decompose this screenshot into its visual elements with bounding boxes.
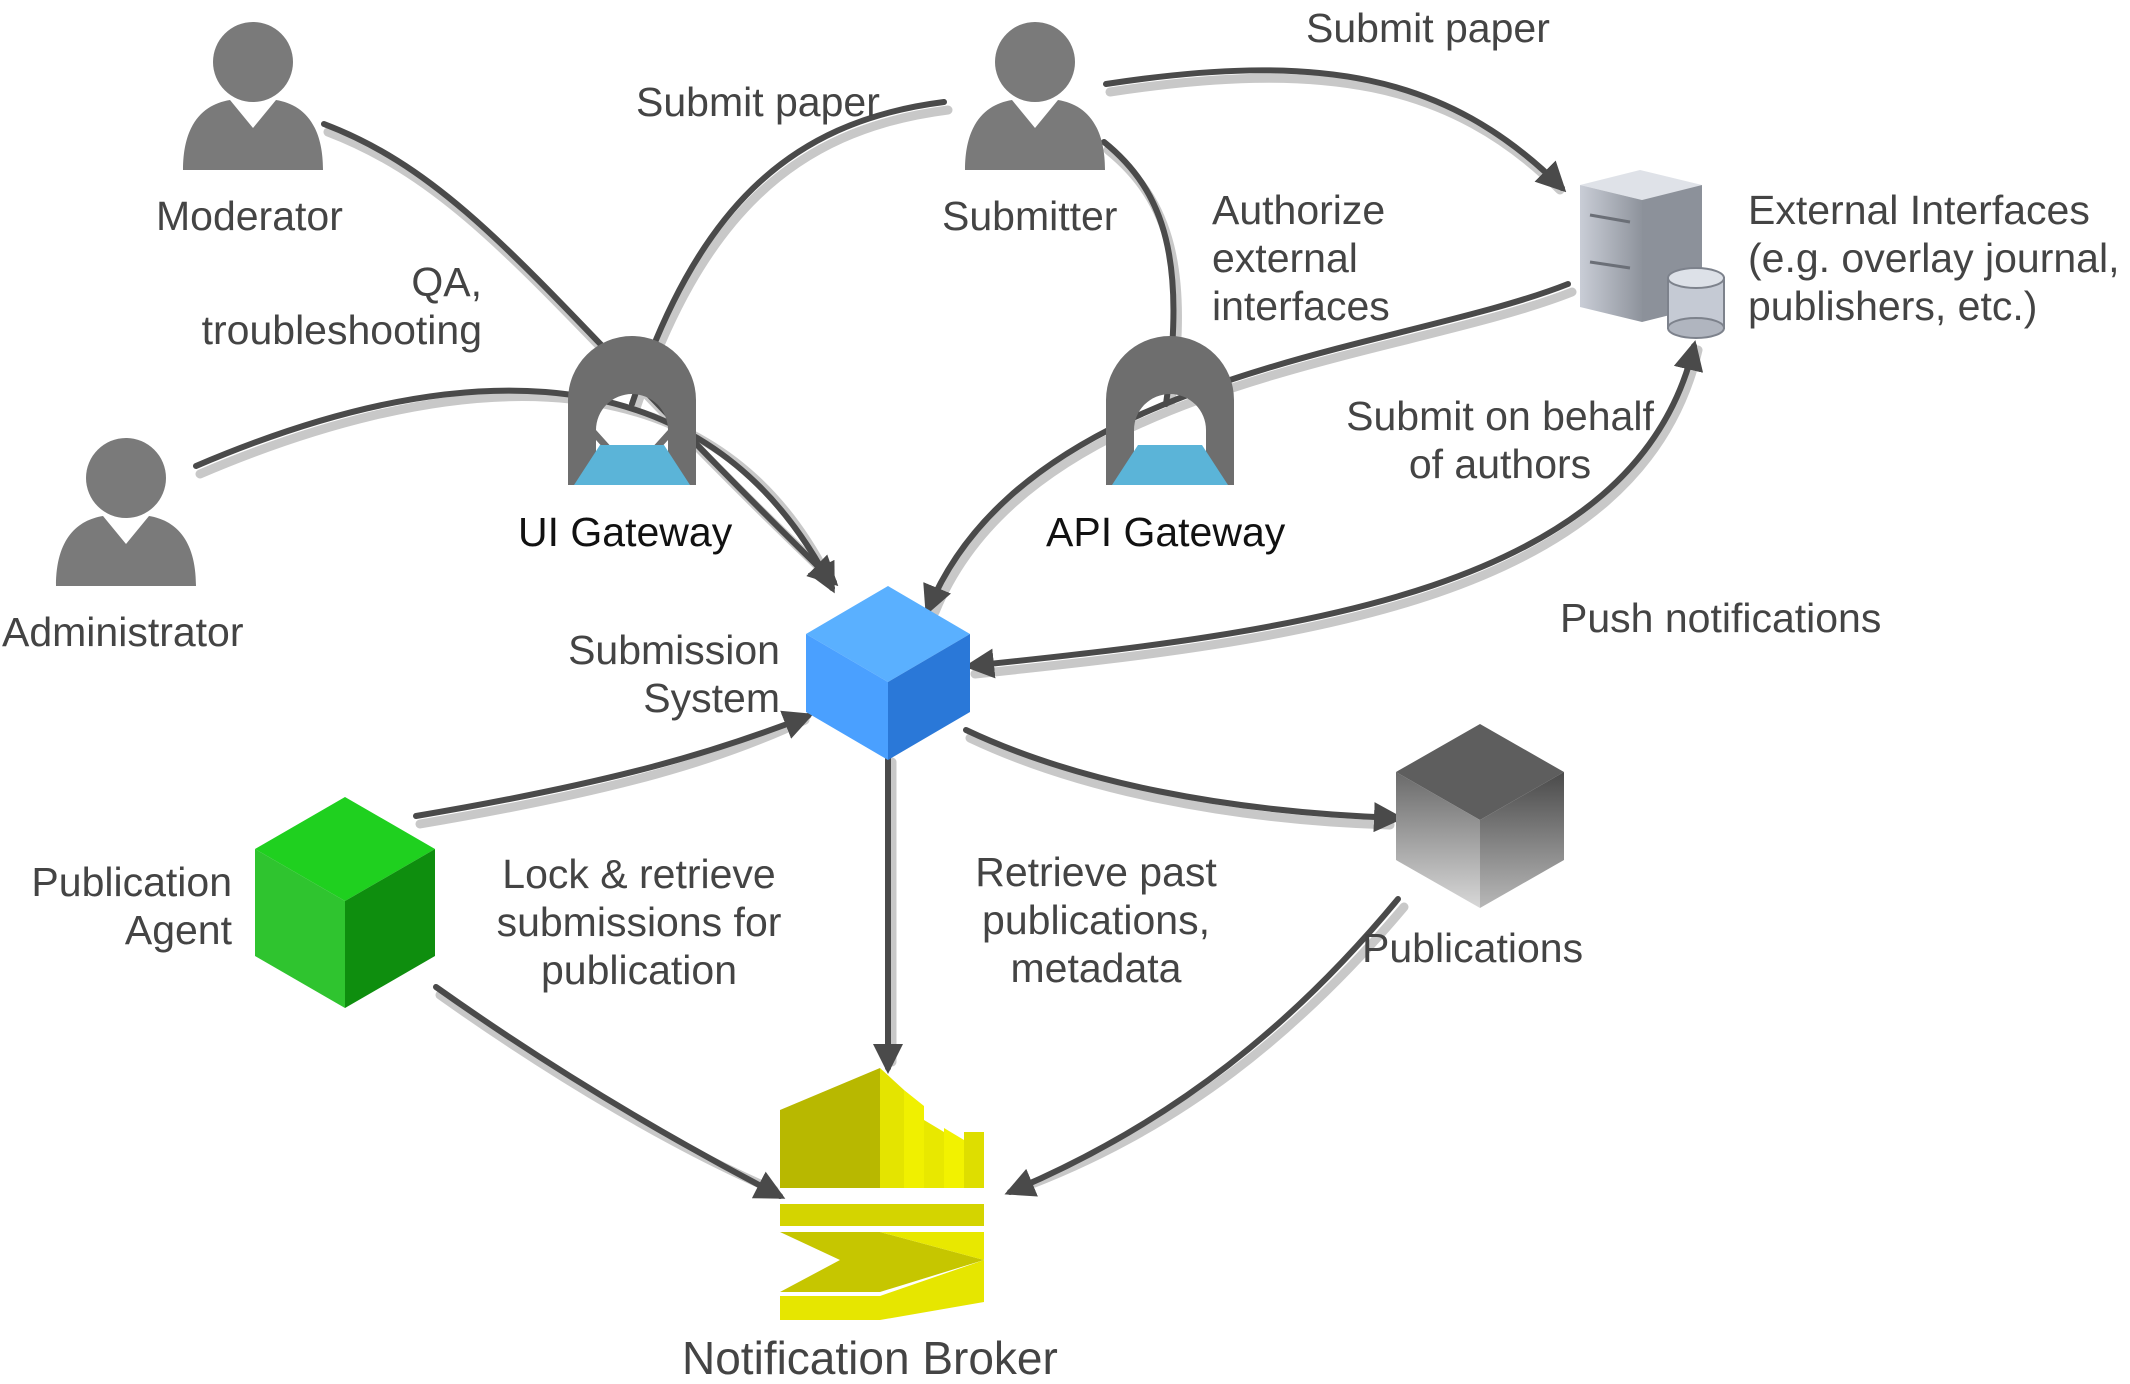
publication-agent-label-line-2: Agent bbox=[124, 907, 232, 953]
edge-submitter-external-shadow bbox=[1105, 73, 1565, 195]
administrator-icon bbox=[56, 438, 196, 586]
external-interfaces-label-line-3: publishers, etc.) bbox=[1748, 283, 2038, 329]
publications-label: Publications bbox=[1362, 925, 1584, 971]
edge-agent-submission bbox=[413, 710, 814, 819]
notification-broker-icon bbox=[780, 1068, 984, 1320]
edge-publications-broker bbox=[1004, 896, 1401, 1197]
authorize-label-line-3: interfaces bbox=[1212, 283, 1390, 329]
publication-agent-label-line-1: Publication bbox=[31, 859, 232, 905]
retrieve-past-label-line-3: metadata bbox=[1010, 945, 1182, 991]
authorize-label-line-1: Authorize bbox=[1212, 187, 1386, 233]
external-interfaces-label-line-1: External Interfaces bbox=[1748, 187, 2090, 233]
retrieve-past-label: Retrieve past publications, metadata bbox=[946, 848, 1246, 992]
retrieve-past-label-line-2: publications, bbox=[982, 897, 1210, 943]
external-interfaces-label: External Interfaces (e.g. overlay journa… bbox=[1748, 186, 2119, 330]
submit-paper-ui-label: Submit paper bbox=[636, 79, 880, 125]
ui-gateway-label: UI Gateway bbox=[518, 509, 733, 555]
notification-broker-label: Notification Broker bbox=[682, 1332, 1058, 1384]
qa-label-line-2: troubleshooting bbox=[201, 307, 482, 353]
lock-retrieve-label-line-3: publication bbox=[540, 947, 738, 993]
lock-retrieve-label-line-1: Lock & retrieve bbox=[502, 851, 776, 897]
edge-agent-broker bbox=[433, 984, 786, 1199]
edge-submitter-uigateway bbox=[629, 99, 947, 407]
external-interfaces-label-line-2: (e.g. overlay journal, bbox=[1748, 235, 2120, 281]
edge-submission-publications bbox=[963, 727, 1404, 833]
api-gateway-icon bbox=[1106, 336, 1234, 485]
lock-retrieve-label-line-2: submissions for bbox=[496, 899, 782, 945]
authorize-label-line-2: external bbox=[1212, 235, 1358, 281]
qa-label-line-1: QA, bbox=[411, 259, 482, 305]
qa-label: QA, troubleshooting bbox=[170, 258, 482, 354]
submission-system-label: Submission System bbox=[552, 626, 780, 722]
edge-moderator-submission bbox=[321, 121, 839, 587]
ui-gateway-icon bbox=[568, 336, 696, 485]
edge-admin-submission bbox=[193, 387, 835, 594]
submit-behalf-label-line-2: of authors bbox=[1408, 441, 1592, 487]
api-gateway-label: API Gateway bbox=[1046, 509, 1286, 555]
submit-behalf-label-line-1: Submit on behalf bbox=[1346, 393, 1654, 439]
edge-agent-submission-shadow bbox=[415, 715, 810, 829]
edges bbox=[193, 67, 1704, 1199]
submitter-icon bbox=[965, 22, 1105, 170]
publication-agent-icon bbox=[255, 797, 435, 1008]
publications-icon bbox=[1396, 724, 1564, 908]
edge-submitter-uigateway-shadow bbox=[631, 105, 953, 413]
retrieve-past-label-line-1: Retrieve past bbox=[975, 849, 1217, 895]
edge-submission-external-push bbox=[964, 340, 1704, 679]
submission-system-label-line-2: System bbox=[643, 675, 780, 721]
submission-system-icon bbox=[806, 586, 970, 760]
external-interfaces-icon bbox=[1580, 170, 1725, 339]
edge-submitter-external bbox=[1103, 67, 1567, 193]
publication-agent-label: Publication Agent bbox=[20, 858, 232, 954]
submitter-label: Submitter bbox=[942, 193, 1118, 239]
edge-submission-publications-shadow bbox=[965, 733, 1395, 830]
moderator-icon bbox=[183, 22, 323, 170]
administrator-label: Administrator bbox=[2, 609, 244, 655]
push-notifications-label: Push notifications bbox=[1560, 595, 1882, 641]
submit-behalf-label: Submit on behalf of authors bbox=[1330, 392, 1670, 488]
lock-retrieve-label: Lock & retrieve submissions for publicat… bbox=[476, 850, 802, 994]
submission-system-label-line-1: Submission bbox=[568, 627, 780, 673]
submit-paper-external-label: Submit paper bbox=[1306, 5, 1550, 51]
moderator-label: Moderator bbox=[156, 193, 343, 239]
authorize-label: Authorize external interfaces bbox=[1212, 186, 1390, 330]
edge-publications-broker-shadow bbox=[1011, 902, 1409, 1195]
